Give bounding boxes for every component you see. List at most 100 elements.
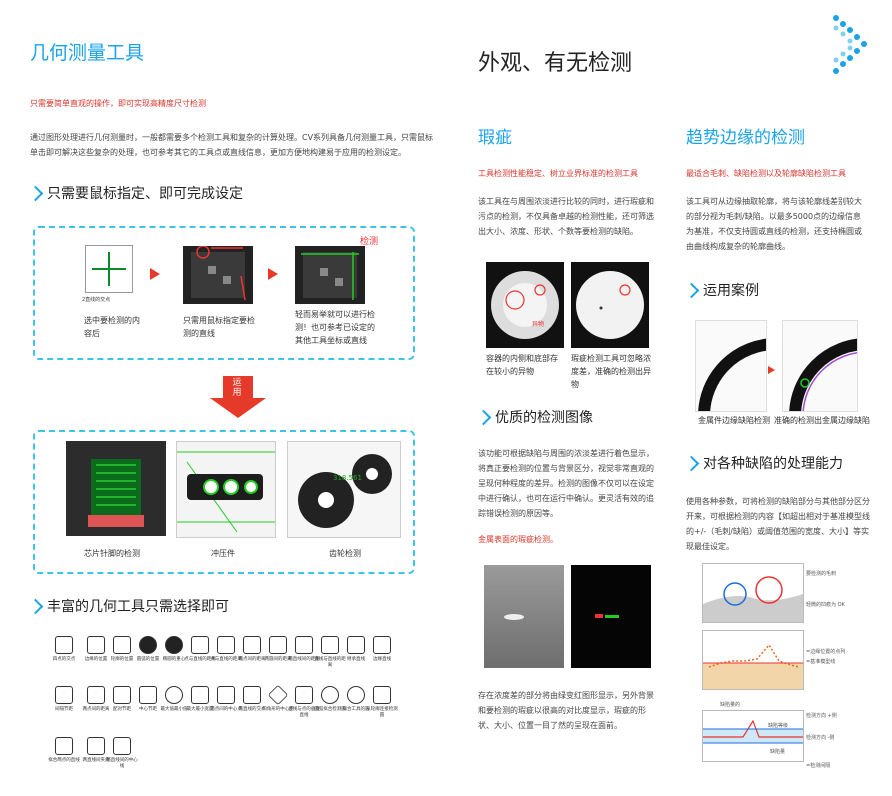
quality-bottom-text: 存在浓度差的部分将由绿变红图形显示，另外背景和要检测的瑕疵以很高的对比度显示，瑕… (478, 691, 654, 730)
arrow-right-icon (768, 366, 775, 374)
tool-item[interactable]: 边缘的位置 (80, 636, 112, 663)
tool-item[interactable]: 两直线间的距离 (288, 636, 320, 663)
app1-caption: 芯片针脚的检测 (84, 549, 140, 558)
detect-tag: 检测 (360, 237, 379, 247)
tool-item[interactable]: 边缘直线 (366, 636, 398, 663)
tool-icon (321, 686, 339, 704)
tool-item[interactable]: 最大最小宽度 (184, 686, 216, 713)
step2-image (183, 245, 253, 304)
section-quality-image: 优质的检测图像 (475, 407, 593, 427)
diagram2-label-a: =边缘位置的点列 (806, 649, 846, 655)
section-heading: 运用案例 (703, 283, 759, 299)
section-heading: 丰富的几何工具只需选择即可 (47, 599, 229, 615)
step3-image (295, 246, 365, 304)
intersection-tool-icon (85, 245, 133, 293)
tool-icon (113, 737, 131, 755)
tool-item[interactable]: 直线与点的垂直直线 (288, 686, 320, 719)
tool-item[interactable]: 四角形的中心点 (262, 684, 294, 713)
app2-caption: 冲压件 (211, 549, 235, 558)
gear-value-text: 318.561 (333, 474, 362, 482)
tool-item[interactable]: 两点间的中心点 (210, 686, 242, 713)
tool-icon (373, 686, 391, 704)
tool-icon (217, 686, 235, 704)
section-heading: 对各种缺陷的处理能力 (703, 456, 843, 472)
page-title-left: 几何测量工具 (30, 42, 145, 64)
tool-icon (321, 636, 339, 654)
tool-item[interactable]: 圆弧的位置 (132, 636, 164, 663)
section-mouse-setting: 只需要鼠标指定、即可完成设定 (27, 183, 243, 203)
tool-item[interactable]: 轮廓的位置 (106, 636, 138, 663)
tool-icon (243, 636, 261, 654)
tool-icon (113, 636, 131, 654)
apply-label: 运用 (232, 378, 242, 398)
tool-item[interactable]: 两圆间的距离 (262, 636, 294, 663)
quality-red-note: 金属表面的瑕疵检测。 (478, 535, 558, 544)
tool-item[interactable]: 圆弧拟合检测圆 (314, 686, 346, 713)
tool-item[interactable]: 中心节距 (132, 686, 164, 713)
arrow-right-icon (150, 268, 160, 280)
tool-item[interactable]: 两直线的交点 (236, 686, 268, 713)
quality-desc: 该功能可根据缺陷与周围的浓淡差进行着色显示，将真正要检测的位置与背景区分，视觉非… (478, 449, 654, 518)
diagram3-label-a: 缺陷量的 (720, 702, 741, 708)
tool-item[interactable]: 四点的交点 (48, 636, 80, 663)
tool-item[interactable]: 最大值最小值 (158, 686, 190, 713)
tool-icon (295, 636, 313, 654)
chip-pin-image (66, 441, 166, 536)
tool-icon (165, 686, 183, 704)
flaw-desc: 该工具在与周围浓淡进行比较的同时，进行瑕疵和污点的检测，不仅具备卓越的检测性能，… (478, 197, 654, 236)
chevron-right-icon (27, 185, 44, 201)
edge-point-diagram (702, 630, 804, 690)
metal-surface-image-1 (484, 565, 564, 668)
tool-item[interactable]: 从轮廓连接检测圆 (366, 686, 398, 719)
tool-item[interactable]: 点与直线的距离 (210, 636, 242, 663)
gear-image: 318.561 (287, 441, 401, 538)
tool-item[interactable]: 继承直线 (340, 636, 372, 663)
tool-icon (347, 636, 365, 654)
tool-item[interactable]: 点与直线的距离 (184, 636, 216, 663)
metal-surface-image-2 (571, 565, 651, 668)
metal-edge-image-1 (695, 320, 767, 412)
apply-arrow (223, 376, 253, 398)
step1-tool-label: 2直线的交点 (82, 297, 111, 303)
metal-edge-image-2 (782, 320, 858, 412)
flaw-caption-1: 容器的内侧和底部存在较小的异物 (486, 354, 558, 376)
app3-caption: 齿轮检测 (329, 549, 361, 558)
defect-tag: 异物 (532, 320, 544, 328)
trend-desc: 该工具可从边缘抽取轮廓，将与该轮廓线差别较大的部分视为毛刺/缺陷。以最多5000… (686, 197, 862, 251)
left-intro: 通过图形处理进行几何测量时，一般都需要多个检测工具和复杂的计算处理。CV系列具备… (30, 133, 434, 157)
tool-icon (87, 636, 105, 654)
section-heading: 只需要鼠标指定、即可完成设定 (47, 186, 243, 202)
trend-subtitle: 最适合毛刺、缺陷检测以及轮廓缺陷检测工具 (686, 169, 846, 178)
section-heading: 优质的检测图像 (495, 410, 593, 426)
section-geometric-tools: 丰富的几何工具只需选择即可 (27, 596, 229, 616)
tool-item[interactable]: 两直线间的中心线 (106, 737, 138, 770)
tool-item[interactable]: 间隔节距 (48, 686, 80, 713)
diagram1-label-b: 轻微的凹痕为 OK (806, 602, 845, 608)
tool-icon (217, 636, 235, 654)
page-title-right: 外观、有无检测 (478, 51, 633, 76)
tool-icon (139, 636, 157, 654)
tool-item[interactable]: 拟合两点的直线 (48, 737, 80, 764)
tool-item[interactable]: 直线与直线的距离 (314, 636, 346, 669)
diagram3-label-e: 检测方向 -侧 (806, 735, 835, 741)
chevron-right-icon (683, 282, 700, 298)
tool-icon (243, 686, 261, 704)
flaw-title: 瑕疵 (478, 128, 512, 148)
tool-item[interactable]: 两直线间夹角 (80, 737, 112, 764)
tool-item[interactable]: 两点间的距离 (236, 636, 268, 663)
tool-icon (55, 686, 73, 704)
tool-icon (373, 636, 391, 654)
left-subtitle: 只需要简单直观的操作，即可实现高精度尺寸检测 (30, 99, 206, 108)
arrow-right-icon (268, 268, 278, 280)
tool-item[interactable]: 椭圆的重心 (158, 636, 190, 663)
setup-steps-box (33, 226, 415, 360)
diagram3-label-b: 缺陷等级 (768, 723, 789, 729)
tool-item[interactable]: 配对节距 (106, 686, 138, 713)
tool-item[interactable]: 两点间的距离 (80, 686, 112, 713)
diagram3-label-f: =检测间隔 (806, 763, 831, 769)
tool-icon (267, 684, 289, 706)
tool-icon (55, 636, 73, 654)
container-image-2 (571, 262, 649, 348)
tool-item[interactable]: 拟合工具的圆 (340, 686, 372, 713)
case-caption-2: 准确的检测出金属边缘缺陷 (774, 416, 870, 425)
